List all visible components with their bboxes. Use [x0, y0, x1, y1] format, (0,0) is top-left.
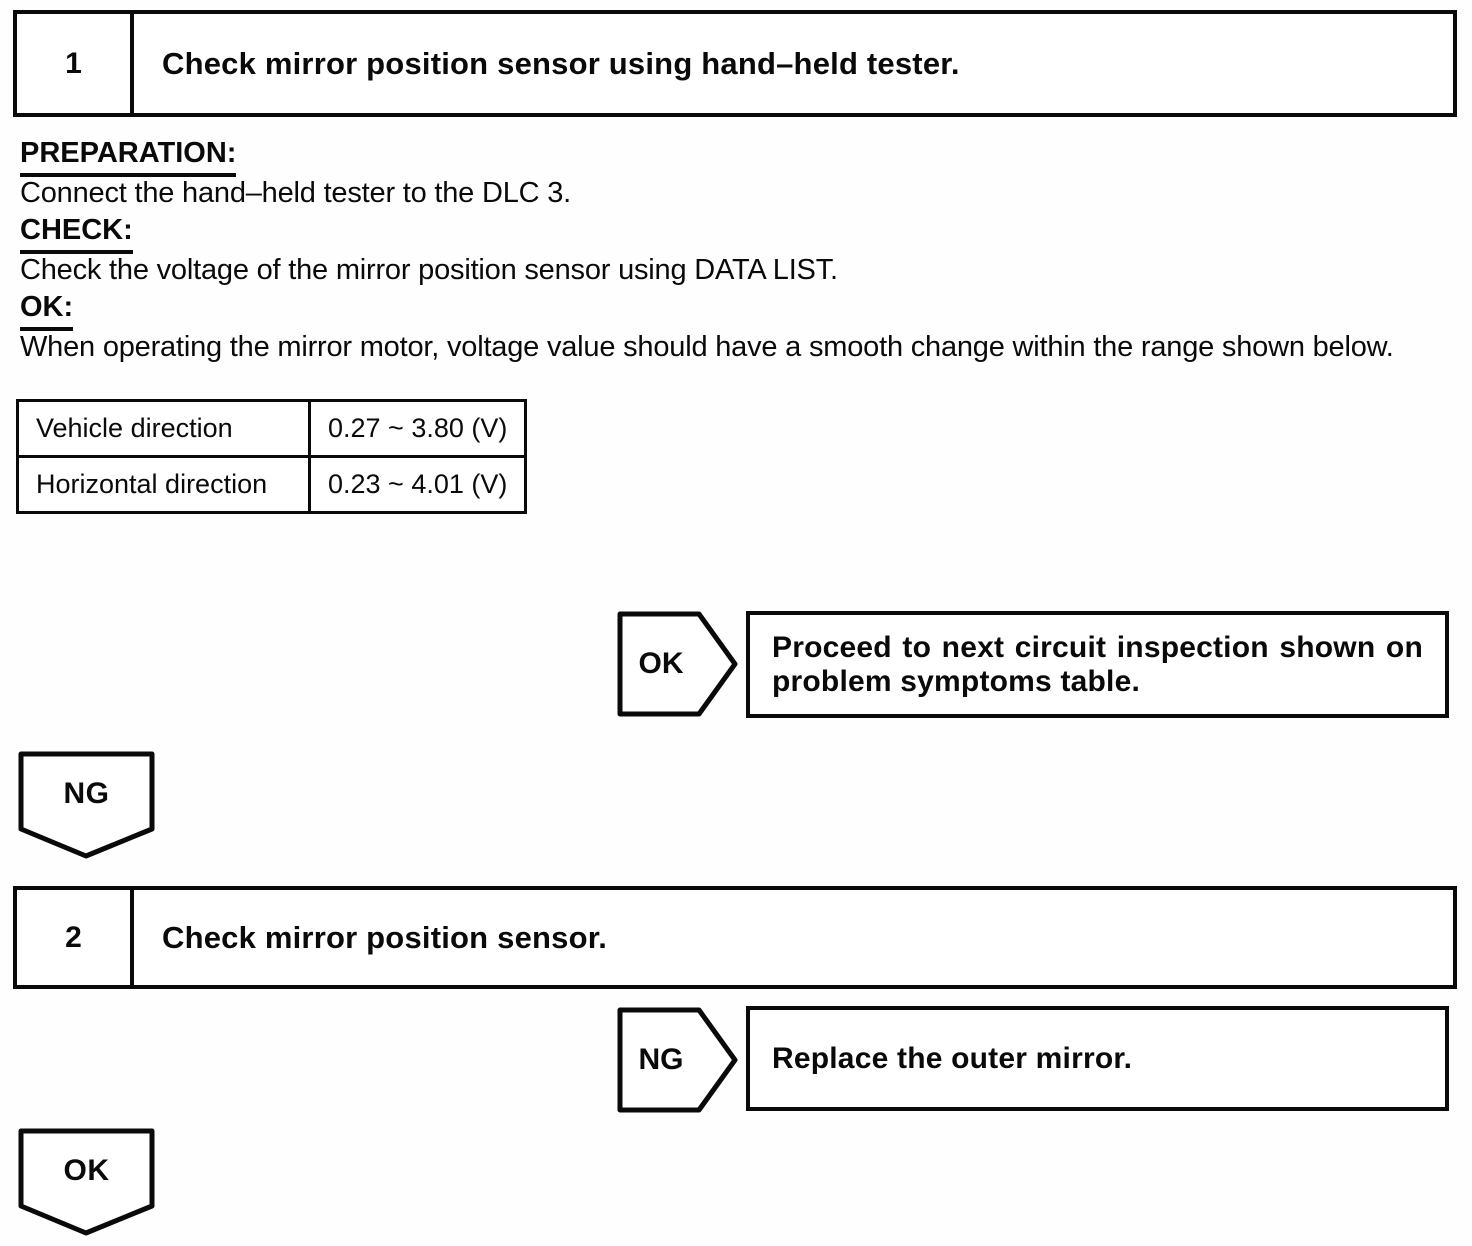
- right-arrow-icon: [617, 1007, 738, 1113]
- spec-row-value: 0.23 ~ 4.01 (V): [308, 455, 527, 514]
- table-row: Vehicle direction 0.27 ~ 3.80 (V): [16, 399, 527, 458]
- preparation-body: Connect the hand–held tester to the DLC …: [20, 177, 572, 209]
- check-body: Check the voltage of the mirror position…: [20, 254, 838, 286]
- step-2-title: Check mirror position sensor.: [162, 919, 608, 955]
- ok-branch-label: OK: [638, 647, 684, 680]
- step-1-header: 1 Check mirror position sensor using han…: [13, 10, 1457, 117]
- ok-connector-label: OK: [63, 1154, 110, 1187]
- action-text-line: problem symptoms table.: [772, 664, 1141, 698]
- spec-row-label: Vehicle direction: [16, 399, 311, 458]
- action-text-line: Proceed to next circuit inspection shown…: [772, 630, 1423, 664]
- voltage-spec-table: Vehicle direction 0.27 ~ 3.80 (V) Horizo…: [16, 399, 527, 514]
- ok-connector: OK: [16, 1126, 157, 1238]
- down-pentagon-icon: [18, 751, 155, 859]
- preparation-heading-text: PREPARATION:: [20, 137, 237, 177]
- spec-row-label: Horizontal direction: [16, 455, 311, 514]
- ok-action-box: Proceed to next circuit inspection shown…: [746, 611, 1449, 718]
- check-heading-text: CHECK:: [20, 214, 133, 254]
- table-row: Horizontal direction 0.23 ~ 4.01 (V): [16, 455, 527, 514]
- ok-heading-text: OK:: [20, 291, 74, 331]
- ng-branch-label: NG: [638, 1043, 684, 1076]
- spec-row-value: 0.27 ~ 3.80 (V): [308, 399, 527, 458]
- ng-action-box: Replace the outer mirror.: [746, 1006, 1449, 1111]
- step-1-title: Check mirror position sensor using hand–…: [162, 45, 960, 81]
- step-1-number: 1: [17, 14, 134, 113]
- right-arrow-icon: [617, 611, 738, 717]
- ok-branch-arrow: OK: [615, 609, 739, 719]
- action-text-line: Replace the outer mirror.: [772, 1041, 1133, 1075]
- step-2-header: 2 Check mirror position sensor.: [13, 886, 1457, 989]
- step-2-number: 2: [17, 890, 134, 985]
- ok-heading: OK:: [20, 291, 74, 331]
- down-pentagon-icon: [18, 1128, 155, 1236]
- ok-body: When operating the mirror motor, voltage…: [20, 331, 1394, 363]
- ng-connector-label: NG: [63, 777, 110, 810]
- ng-branch-arrow: NG: [615, 1005, 739, 1115]
- preparation-heading: PREPARATION:: [20, 137, 237, 177]
- ng-connector: NG: [16, 749, 157, 861]
- check-heading: CHECK:: [20, 214, 133, 254]
